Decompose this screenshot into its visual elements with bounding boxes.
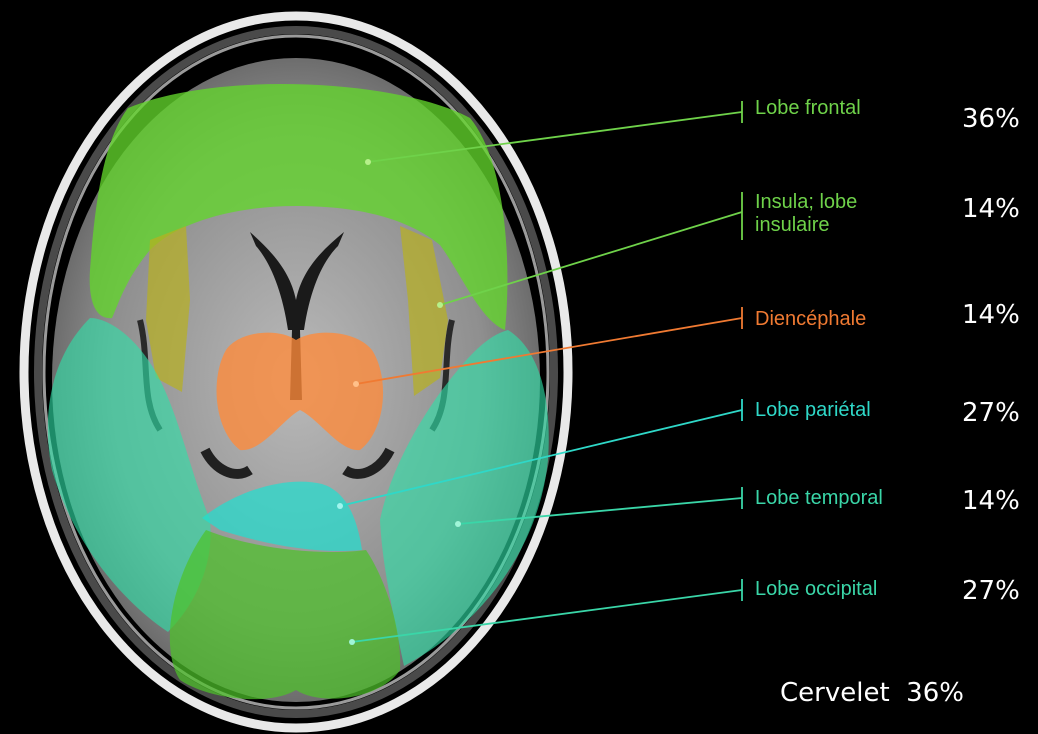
label-temporal: Lobe temporal xyxy=(755,487,883,510)
percent-temporal: 14% xyxy=(962,486,1020,516)
label-diencephale: Diencéphale xyxy=(755,308,866,331)
percent-diencephale: 14% xyxy=(962,300,1020,330)
label-frontal: Lobe frontal xyxy=(755,97,861,120)
percent-insula: 14% xyxy=(962,194,1020,224)
cervelet-text: Cervelet xyxy=(780,678,890,708)
anchor-dot-frontal xyxy=(365,159,371,165)
anchor-dot-diencephale xyxy=(353,381,359,387)
anchor-dot-parietal xyxy=(337,503,343,509)
cervelet-label: Cervelet 36% xyxy=(780,678,964,708)
percent-parietal: 27% xyxy=(962,398,1020,428)
anchor-dot-occipital xyxy=(349,639,355,645)
label-insula: Insula; lobe insulaire xyxy=(755,191,857,237)
label-parietal: Lobe pariétal xyxy=(755,399,871,422)
percent-frontal: 36% xyxy=(962,104,1020,134)
cervelet-percent: 36% xyxy=(906,678,964,708)
anchor-dot-temporal xyxy=(455,521,461,527)
region-occipital xyxy=(170,530,400,699)
percent-occipital: 27% xyxy=(962,576,1020,606)
label-occipital: Lobe occipital xyxy=(755,578,877,601)
anchor-dot-insula xyxy=(437,302,443,308)
